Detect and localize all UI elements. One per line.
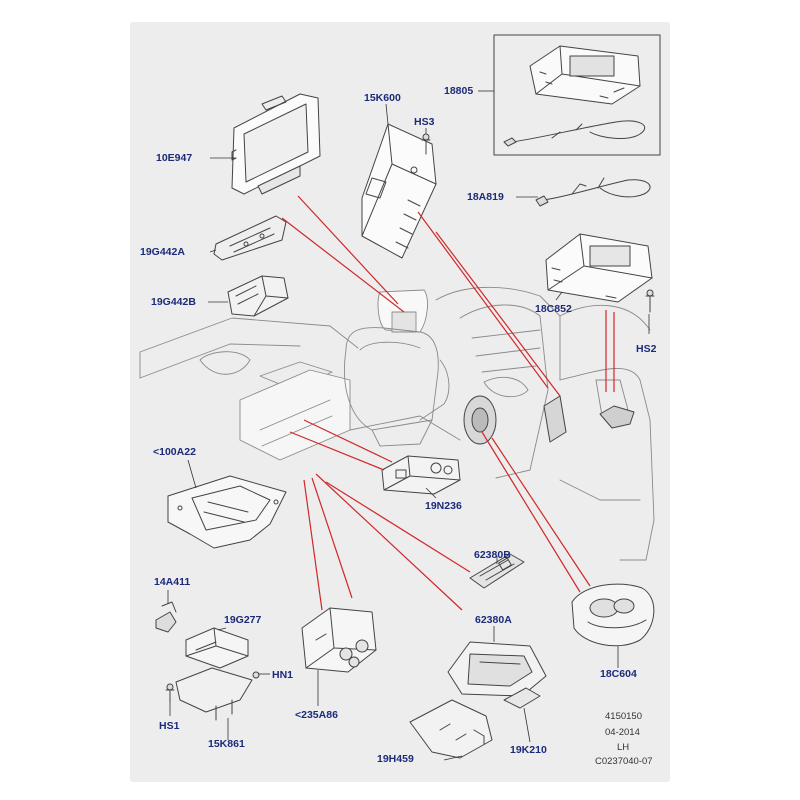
label-19N236: 19N236 [425, 500, 462, 512]
label-19G442A: 19G442A [140, 246, 185, 258]
speaker-drawing [463, 395, 497, 445]
label-HS3: HS3 [414, 116, 435, 128]
diagram-code: 4150150 [605, 711, 642, 722]
label-100A22: <100A22 [153, 446, 196, 458]
screw-HS1-drawing [165, 683, 175, 703]
callout-lines [281, 195, 615, 611]
part-19K210-drawing [503, 687, 541, 709]
label-HS1: HS1 [159, 720, 180, 732]
screen-10E947-drawing [231, 93, 321, 195]
label-15K861: 15K861 [208, 738, 245, 750]
bracket-15K861-drawing [175, 667, 253, 721]
label-18A819: 18A819 [467, 191, 504, 203]
module-15K600-drawing [361, 123, 437, 259]
label-10E947: 10E947 [156, 152, 193, 164]
console-62380A-drawing [447, 641, 547, 697]
label-18C604: 18C604 [600, 668, 637, 680]
bracket-19H459-drawing [409, 699, 493, 759]
label-62380A: 62380A [475, 614, 512, 626]
label-18C852: 18C852 [535, 303, 572, 315]
label-18805: 18805 [444, 85, 474, 97]
tray-18C604-drawing [571, 583, 655, 647]
diagram-side: LH [617, 742, 630, 753]
screw-HS2-drawing [645, 289, 655, 313]
installed-module-drawing [599, 405, 635, 429]
harness-18A819-drawing [535, 177, 651, 207]
diagram-date: 04-2014 [605, 727, 640, 738]
label-235A86: <235A86 [295, 709, 338, 721]
leader-lines [167, 90, 650, 761]
label-15K600: 15K600 [364, 92, 401, 104]
label-19K210: 19K210 [510, 744, 547, 756]
part-19G442B-drawing [227, 275, 289, 317]
bracket-100A22-drawing [167, 475, 287, 549]
harness-in-inset-drawing [503, 120, 646, 147]
inset-box [493, 34, 661, 156]
diagram-reference: C0237040-07 [595, 756, 653, 767]
label-HS2: HS2 [636, 343, 657, 355]
door-module-drawing [543, 395, 567, 443]
part-19G442A-drawing [213, 215, 287, 261]
module-18805-drawing [529, 45, 641, 105]
label-62380B: 62380B [474, 549, 511, 561]
label-19G277: 19G277 [224, 614, 262, 626]
module-18C852-drawing [545, 233, 653, 303]
label-19H459: 19H459 [377, 753, 414, 765]
label-19G442B: 19G442B [151, 296, 196, 308]
vehicle-interior-drawing [139, 286, 655, 561]
part-235A86-drawing [301, 607, 377, 673]
nut-HN1-drawing [252, 671, 260, 679]
part-19N236-drawing [381, 455, 461, 495]
label-HN1: HN1 [272, 669, 294, 681]
part-14A411-drawing [155, 601, 177, 633]
module-19G277-drawing [185, 627, 249, 669]
label-14A411: 14A411 [154, 576, 191, 588]
